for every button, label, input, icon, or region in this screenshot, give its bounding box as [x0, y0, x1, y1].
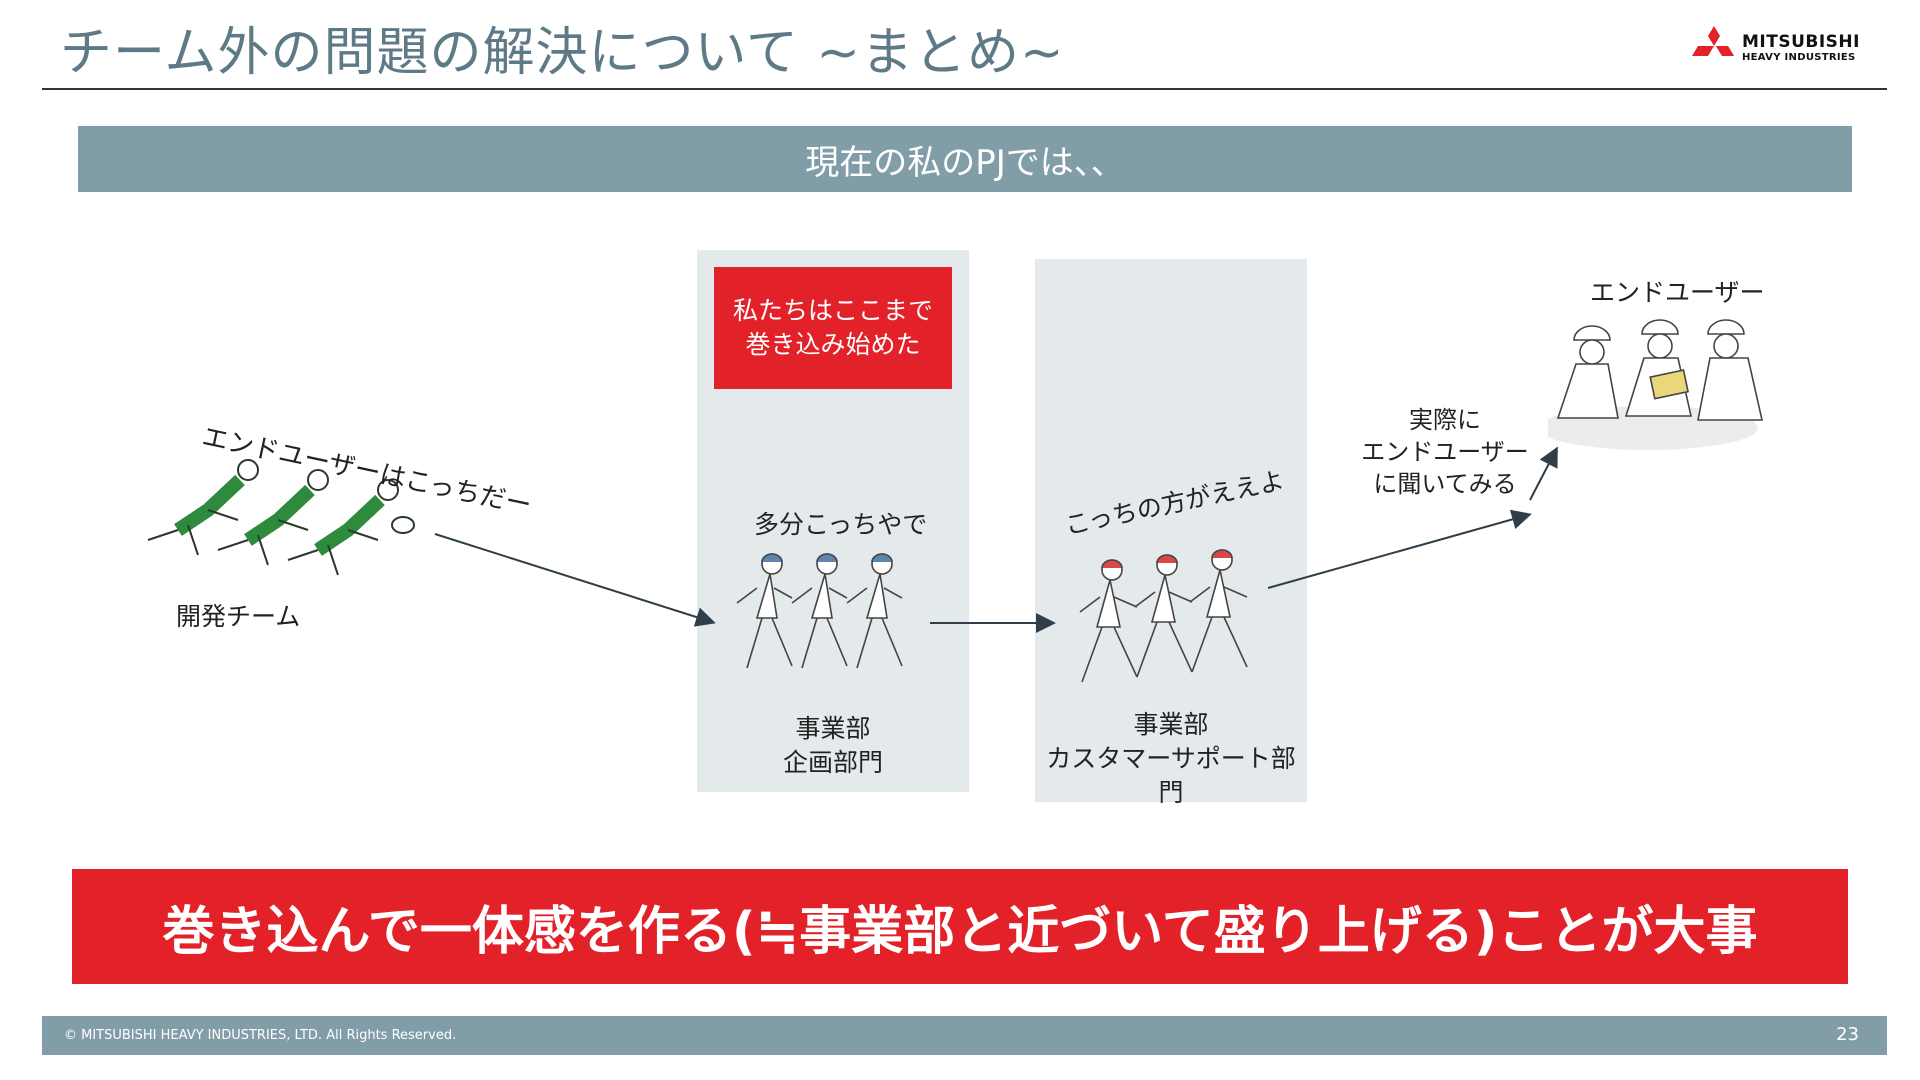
- arrow-ask-enduser: [1530, 450, 1556, 500]
- page-number: 23: [1836, 1024, 1859, 1045]
- copyright-text: © MITSUBISHI HEAVY INDUSTRIES, LTD. All …: [64, 1028, 456, 1043]
- support-dept-caption: 事業部 カスタマーサポート部門: [1038, 708, 1304, 810]
- arrow-dev-to-planning: [435, 534, 712, 622]
- planning-exclamation: 多分こっちやで: [754, 508, 927, 542]
- footer-bar: © MITSUBISHI HEAVY INDUSTRIES, LTD. All …: [42, 1016, 1887, 1055]
- conclusion-banner: 巻き込んで一体感を作る(≒事業部と近づいて盛り上げる)ことが大事: [72, 869, 1848, 984]
- walking-staff-blue-icon: [712, 548, 932, 688]
- end-user-caption: エンドユーザー: [1590, 276, 1765, 310]
- walking-staff-red-icon: [1062, 542, 1282, 692]
- ask-end-user-note: 実際に エンドユーザー に聞いてみる: [1360, 404, 1530, 500]
- arrow-support-to-enduser: [1268, 515, 1528, 588]
- planning-dept-caption: 事業部 企画部門: [700, 712, 966, 780]
- helmeted-workers-icon: [1548, 318, 1776, 450]
- dev-team-caption: 開発チーム: [176, 600, 300, 634]
